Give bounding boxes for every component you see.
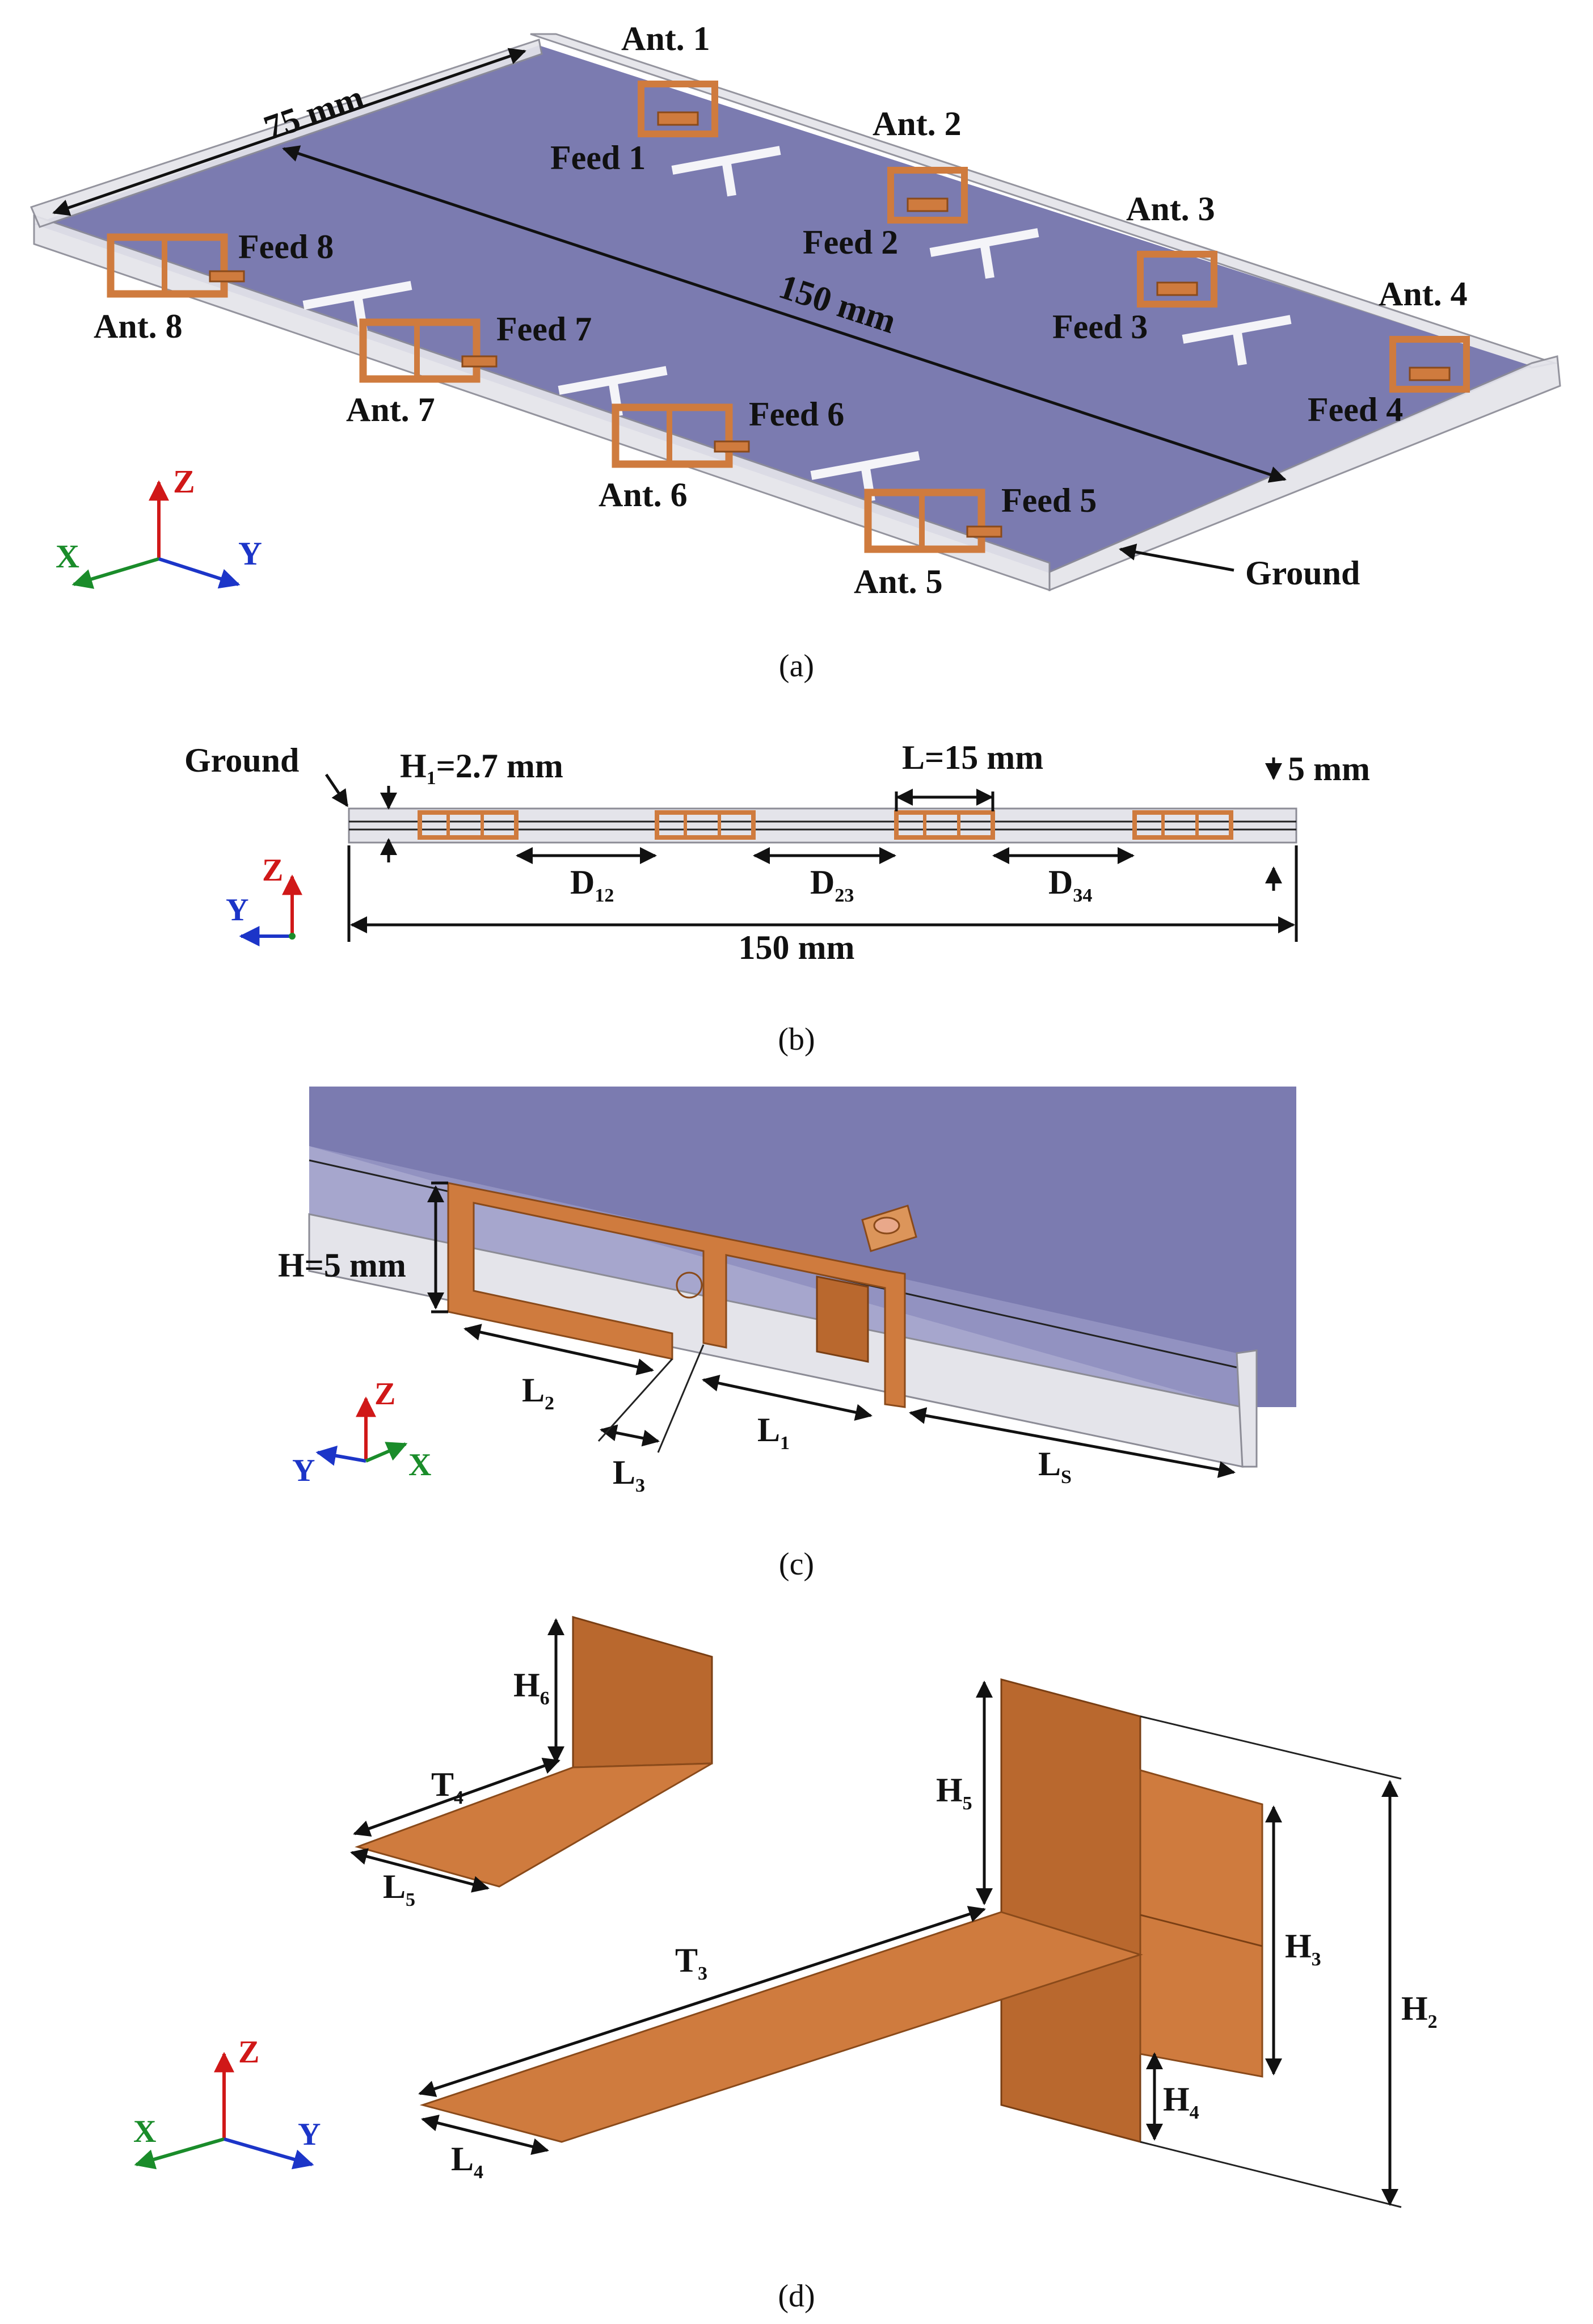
panel-c: H=5 mm L2 L1 L3 LS Z Y X (c) — [278, 1087, 1296, 1582]
zoom-antenna — [447, 1182, 917, 1408]
feed-label-2: Feed 2 — [803, 224, 898, 261]
antenna-8 — [107, 233, 245, 298]
l2-label: L2 — [522, 1371, 554, 1414]
antenna-4 — [1389, 336, 1470, 393]
antenna-label-2: Ant. 2 — [873, 105, 962, 142]
t3-arrow — [418, 1906, 986, 2097]
axes-triad-a: Z X Y — [56, 463, 262, 589]
side-plate — [1139, 1769, 1263, 2078]
axis-x-label: X — [56, 538, 79, 575]
d23-label: D23 — [810, 864, 854, 906]
feed-label-6: Feed 6 — [749, 395, 844, 433]
axis-z-label-c: Z — [374, 1376, 395, 1412]
caption-b: (b) — [778, 1022, 815, 1057]
l1-label: L1 — [757, 1411, 790, 1454]
small-l-element — [355, 1616, 713, 1888]
axis-x-label-d: X — [133, 2114, 156, 2149]
axis-z-label-d: Z — [238, 2035, 259, 2070]
h3-label: H3 — [1285, 1927, 1321, 1970]
l2-arrow — [463, 1324, 654, 1375]
axis-y-label-d: Y — [298, 2117, 321, 2152]
feed-label-3: Feed 3 — [1052, 308, 1148, 346]
caption-c: (c) — [779, 1547, 814, 1582]
t4-label: T4 — [431, 1766, 463, 1808]
l-label: L=15 mm — [902, 739, 1043, 776]
panel-a: 75 mm 150 mm Ant. 1 Ant. 2 Ant. 3 Ant. 4… — [30, 20, 1561, 684]
d12-label: D12 — [570, 864, 614, 906]
axis-z-label-b: Z — [262, 853, 283, 888]
ground-pointer-arrow — [1119, 544, 1234, 572]
ls-label: LS — [1038, 1445, 1072, 1488]
h1-label: H1=2.7 mm — [400, 747, 563, 789]
axis-y-label-b: Y — [226, 892, 248, 928]
panel-b: Ground H1=2.7 mm L=15 mm 5 mm D12 D23 D3… — [184, 739, 1370, 1057]
antenna-label-6: Ant. 6 — [599, 476, 688, 513]
l5-arrow — [350, 1848, 490, 1893]
ls-arrow — [909, 1407, 1236, 1478]
height-label: 5 mm — [1288, 750, 1370, 788]
side-antenna-4 — [1132, 810, 1233, 840]
l4-label: L4 — [451, 2140, 483, 2183]
right-frame-edge — [1048, 355, 1561, 592]
t3-label: T3 — [675, 1942, 707, 1984]
vertical-plate — [1000, 1678, 1141, 2143]
side-antenna-1 — [418, 810, 519, 840]
axes-triad-b: Z Y — [226, 853, 302, 946]
h6-label: H6 — [513, 1666, 550, 1709]
zoom-frame-end — [1236, 1349, 1258, 1468]
ground-pointer-b — [324, 773, 349, 807]
antenna-label-3: Ant. 3 — [1126, 190, 1215, 228]
antenna-label-7: Ant. 7 — [346, 391, 435, 428]
l3-arrow — [600, 1424, 660, 1447]
antenna-label-5: Ant. 5 — [854, 563, 943, 600]
ground-label-b: Ground — [184, 742, 299, 779]
antenna-1 — [638, 81, 718, 137]
axis-x-label-c: X — [408, 1447, 431, 1483]
axes-triad-c: Z Y X — [292, 1376, 431, 1488]
axis-z-label: Z — [173, 463, 195, 500]
l3-label: L3 — [613, 1454, 645, 1496]
h4-label: H4 — [1163, 2081, 1199, 2123]
h2-label: H2 — [1401, 1990, 1438, 2032]
side-antenna-3 — [894, 810, 995, 840]
total-length-label: 150 mm — [739, 929, 855, 966]
side-antenna-2 — [655, 810, 756, 840]
feed-label-1: Feed 1 — [550, 139, 646, 176]
h-label: H=5 mm — [278, 1247, 406, 1284]
h5-label: H5 — [936, 1771, 972, 1814]
ground-label: Ground — [1245, 554, 1360, 592]
l1-arrow — [702, 1374, 873, 1421]
width-dimension-arrow — [52, 48, 526, 216]
d34-label: D34 — [1048, 864, 1092, 906]
panel-d: H6 T4 L5 H5 T3 L4 H3 H4 H2 Z X Y (d) — [133, 1616, 1438, 2314]
axis-y-label-c: Y — [292, 1453, 315, 1488]
axes-triad-d: Z X Y — [133, 2035, 321, 2170]
antenna-label-1: Ant. 1 — [621, 20, 710, 57]
axis-y-label: Y — [238, 535, 262, 572]
caption-d: (d) — [778, 2279, 815, 2314]
antenna-label-8: Ant. 8 — [94, 308, 183, 345]
caption-a: (a) — [779, 649, 814, 684]
feed-label-5: Feed 5 — [1001, 482, 1097, 519]
antenna-5 — [864, 489, 1002, 553]
feed-label-8: Feed 8 — [238, 228, 334, 266]
antenna-label-4: Ant. 4 — [1379, 275, 1468, 313]
feed-label-7: Feed 7 — [496, 310, 592, 348]
length-dimension-arrow — [282, 145, 1287, 483]
l4-arrow — [421, 2114, 549, 2155]
feed-probe — [816, 1275, 869, 1363]
l5-label: L5 — [383, 1868, 415, 1910]
feed-label-4: Feed 4 — [1308, 391, 1403, 428]
large-element — [419, 1678, 1263, 2143]
t4-arrow — [353, 1757, 560, 1837]
